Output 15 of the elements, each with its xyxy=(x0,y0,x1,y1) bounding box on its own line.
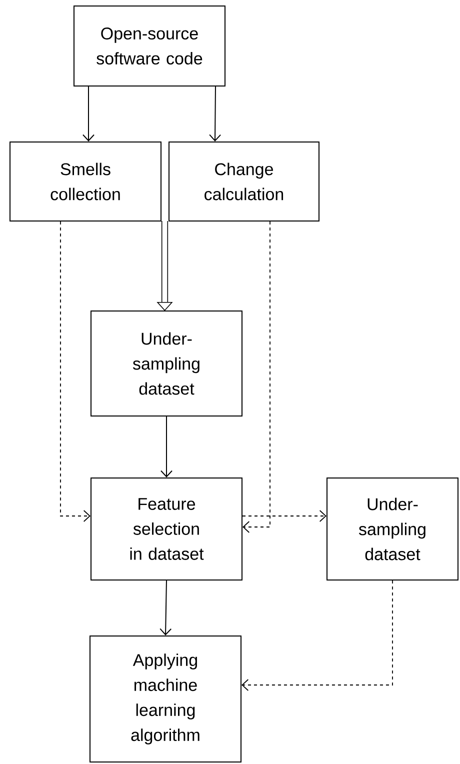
arrow xyxy=(160,580,172,636)
process-box: Applying machine learning algorithm xyxy=(90,636,242,762)
process-box: Under-sampling dataset xyxy=(90,310,242,416)
process-box: Feature selection in dataset xyxy=(90,478,242,580)
arrow xyxy=(82,86,94,142)
arrow xyxy=(209,86,222,142)
process-box: Open-source software code xyxy=(74,6,226,86)
arrow xyxy=(242,221,270,533)
arrow xyxy=(242,510,326,522)
arrow xyxy=(160,416,172,478)
arrow xyxy=(60,221,90,522)
process-box: Change calculation xyxy=(168,142,320,222)
process-box: Under-sampling dataset xyxy=(326,478,458,580)
arrow xyxy=(242,580,393,691)
process-box: Smells collection xyxy=(10,142,162,222)
